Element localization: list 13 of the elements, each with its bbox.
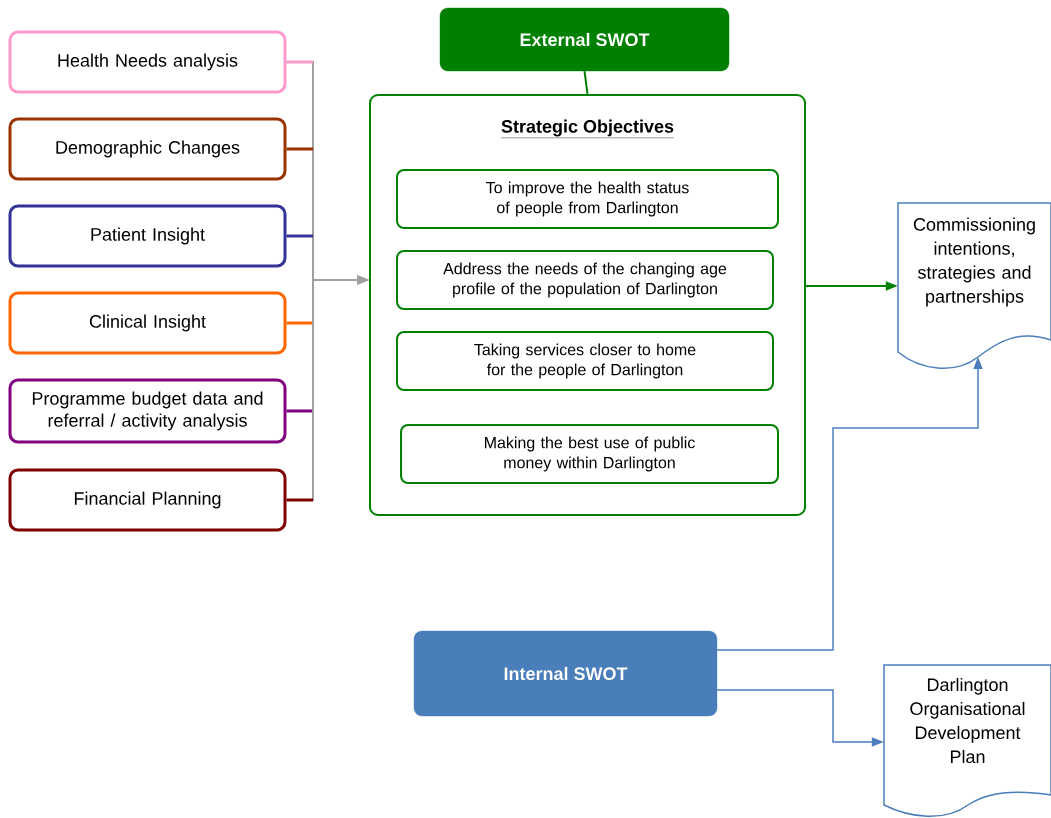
objective-box: Address the needs of the changing age profile of the population of Darlington (396, 250, 774, 310)
input-box: Financial Planning (8, 468, 287, 532)
objective-box: Making the best use of public money within Darlington (400, 424, 779, 484)
objective-box: To improve the health status of people from Darlington (396, 169, 779, 229)
swot-box: External SWOT (439, 7, 730, 72)
swot-box: Internal SWOT (413, 630, 718, 717)
connector-line (583, 70, 589, 95)
input-box: Patient Insight (8, 204, 287, 268)
input-box: Demographic Changes (8, 117, 287, 181)
input-box: Programme budget data and referral / activity analysis (8, 378, 287, 444)
input-box: Health Needs analysis (8, 30, 287, 94)
objective-box: Taking services closer to home for the people of Darlington (396, 331, 774, 391)
input-box: Clinical Insight (8, 291, 287, 355)
